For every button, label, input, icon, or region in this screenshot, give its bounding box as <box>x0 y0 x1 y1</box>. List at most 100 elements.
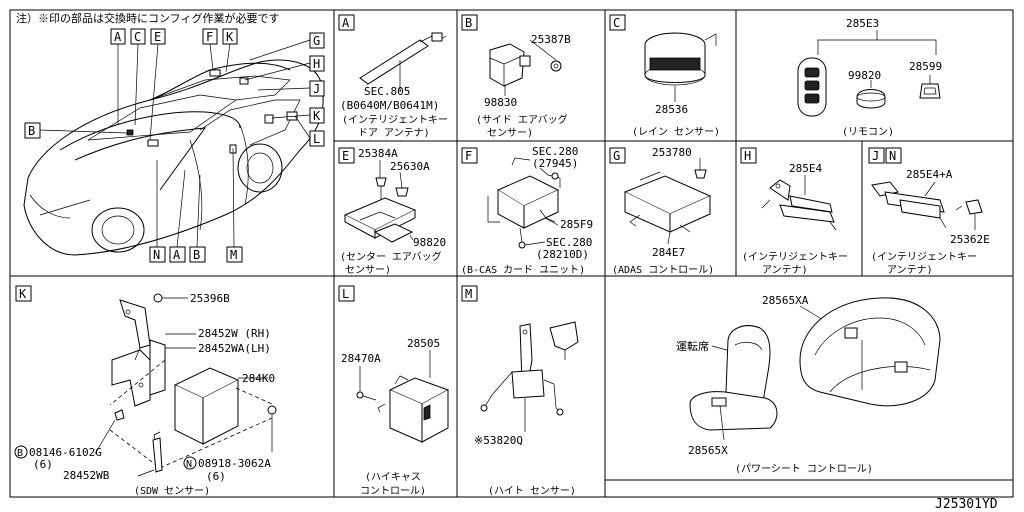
svg-text:F: F <box>465 149 472 163</box>
svg-text:K: K <box>19 287 27 301</box>
svg-text:(6): (6) <box>206 470 226 483</box>
svg-text:G: G <box>313 34 320 48</box>
svg-text:B: B <box>465 16 472 30</box>
svg-text:A: A <box>342 16 350 30</box>
svg-text:B: B <box>193 248 200 262</box>
svg-text:A: A <box>173 248 181 262</box>
svg-text:285F9: 285F9 <box>560 218 593 231</box>
svg-text:SEC.805: SEC.805 <box>364 85 410 98</box>
frame <box>9 9 1014 498</box>
svg-text:25630A: 25630A <box>390 160 430 173</box>
svg-text:28565XA: 28565XA <box>762 294 809 307</box>
svg-text:(ハイト センサー): (ハイト センサー) <box>488 485 576 497</box>
svg-text:C: C <box>613 16 620 30</box>
svg-text:25362E: 25362E <box>950 233 990 246</box>
svg-text:(パワーシート コントロール): (パワーシート コントロール) <box>735 463 873 475</box>
svg-text:284E7: 284E7 <box>652 246 685 259</box>
panel-b-side-airbag-sensor: B 25387B 98830 (サイド エアバッグ センサー) <box>461 14 571 139</box>
svg-text:28565X: 28565X <box>688 444 728 457</box>
svg-text:M: M <box>465 287 472 301</box>
svg-text:(インテリジェントキー: (インテリジェントキー <box>742 252 848 263</box>
svg-text:28505: 28505 <box>407 337 440 350</box>
svg-text:(インテリジェントキー: (インテリジェントキー <box>871 252 977 263</box>
svg-text:(6): (6) <box>33 458 53 471</box>
svg-text:28452WB: 28452WB <box>63 469 110 482</box>
svg-text:E: E <box>154 30 161 44</box>
panel-c-rain-sensor: C 28536 (レイン センサー) <box>609 14 720 138</box>
svg-text:N: N <box>153 248 160 262</box>
svg-text:L: L <box>342 287 349 301</box>
panel-remote-key: 285E3 99820 28599 (リモコン) <box>797 17 942 138</box>
svg-text:98830: 98830 <box>484 96 517 109</box>
svg-text:(B-CAS カード ユニット): (B-CAS カード ユニット) <box>461 264 585 276</box>
overview-callouts-top: A C E F K G H J K L <box>110 28 325 147</box>
svg-text:25387B: 25387B <box>531 33 571 46</box>
svg-text:(ハイキャス: (ハイキャス <box>365 472 421 483</box>
panel-l-hicas-control: L 28505 28470A (ハイキャス コントロール) <box>338 285 450 497</box>
svg-text:(ADAS コントロール): (ADAS コントロール) <box>612 265 714 276</box>
svg-text:J: J <box>313 82 320 96</box>
svg-text:K: K <box>226 30 234 44</box>
panel-m-height-sensor: M ※53820Q (ハイト センサー) <box>461 285 579 497</box>
svg-text:F: F <box>206 30 213 44</box>
config-note: 注）※印の部品は交換時にコンフィグ作業が必要です <box>16 11 279 25</box>
svg-text:H: H <box>744 149 751 163</box>
svg-text:28536: 28536 <box>655 103 688 116</box>
svg-text:284K0: 284K0 <box>242 372 275 385</box>
svg-text:H: H <box>313 57 320 71</box>
svg-text:ドア アンテナ): ドア アンテナ) <box>358 127 430 139</box>
svg-text:28470A: 28470A <box>341 352 381 365</box>
svg-text:(27945): (27945) <box>532 157 578 170</box>
svg-text:08918-3062A: 08918-3062A <box>198 457 271 470</box>
svg-text:28599: 28599 <box>909 60 942 73</box>
svg-text:(28210D): (28210D) <box>536 248 589 261</box>
svg-text:J: J <box>872 149 879 163</box>
svg-text:C: C <box>134 30 141 44</box>
svg-text:(インテリジェントキー: (インテリジェントキー <box>342 115 448 126</box>
svg-text:(レイン センサー): (レイン センサー) <box>632 126 720 138</box>
svg-text:285E3: 285E3 <box>846 17 879 30</box>
svg-text:B: B <box>28 124 35 138</box>
panel-h-intelligent-key-antenna: H 285E4 (インテリジェントキー アンテナ) <box>740 147 848 276</box>
svg-text:E: E <box>342 149 349 163</box>
svg-text:SEC.280: SEC.280 <box>532 145 578 158</box>
panel-k-sdw-sensor: K 25396B 28452W (RH) 28452WA(LH) 284K0 <box>14 285 277 497</box>
svg-text:アンテナ): アンテナ) <box>887 264 933 276</box>
svg-text:25396B: 25396B <box>190 292 230 305</box>
panel-a-door-antenna: A SEC.805 (B0640M/B0641M) (インテリジェントキー ドア… <box>338 14 448 139</box>
svg-text:L: L <box>313 132 320 146</box>
svg-text:253780: 253780 <box>652 146 692 159</box>
svg-text:N: N <box>889 149 896 163</box>
svg-text:運転席: 運転席 <box>676 339 709 353</box>
svg-text:B: B <box>17 448 23 459</box>
svg-text:SEC.280: SEC.280 <box>546 236 592 249</box>
svg-text:N: N <box>186 459 192 470</box>
svg-text:センサー): センサー) <box>345 264 391 276</box>
svg-text:28452WA(LH): 28452WA(LH) <box>198 342 271 355</box>
svg-text:(SDW センサー): (SDW センサー) <box>134 485 210 497</box>
svg-text:コントロール): コントロール) <box>360 486 426 497</box>
drawing-id: J25301YD <box>935 497 998 512</box>
svg-text:(センター エアバッグ: (センター エアバッグ <box>340 250 442 263</box>
svg-text:28452W (RH): 28452W (RH) <box>198 327 271 340</box>
svg-text:(サイド エアバッグ: (サイド エアバッグ <box>476 113 568 126</box>
svg-text:98820: 98820 <box>413 236 446 249</box>
svg-text:M: M <box>230 248 237 262</box>
svg-text:A: A <box>114 30 122 44</box>
svg-text:G: G <box>613 149 620 163</box>
svg-text:(リモコン): (リモコン) <box>842 127 894 138</box>
svg-text:285E4: 285E4 <box>789 162 822 175</box>
panel-power-seat-control: 28565XA 運転席 28565X (パワーシート コントロール) <box>676 294 941 475</box>
svg-text:(B0640M/B0641M): (B0640M/B0641M) <box>340 99 439 112</box>
overview-callouts-bottom: N A B M <box>149 147 243 263</box>
svg-text:※53820Q: ※53820Q <box>474 434 523 447</box>
svg-text:08146-6102G: 08146-6102G <box>29 446 102 459</box>
overview-callout-left: B <box>24 122 128 139</box>
panel-g-adas-control: G 253780 284E7 (ADAS コントロール) <box>609 146 714 276</box>
panel-jn-intelligent-key-antenna: J N 285E4+A 25362E (インテリジェントキー アンテナ) <box>868 147 990 276</box>
svg-text:センサー): センサー) <box>487 127 533 139</box>
svg-text:アンテナ): アンテナ) <box>762 264 808 276</box>
svg-text:K: K <box>313 109 321 123</box>
svg-text:99820: 99820 <box>848 69 881 82</box>
panel-f-bcas-card-unit: F SEC.280 (27945) 285F9 SEC.280 (28210D)… <box>461 145 593 276</box>
